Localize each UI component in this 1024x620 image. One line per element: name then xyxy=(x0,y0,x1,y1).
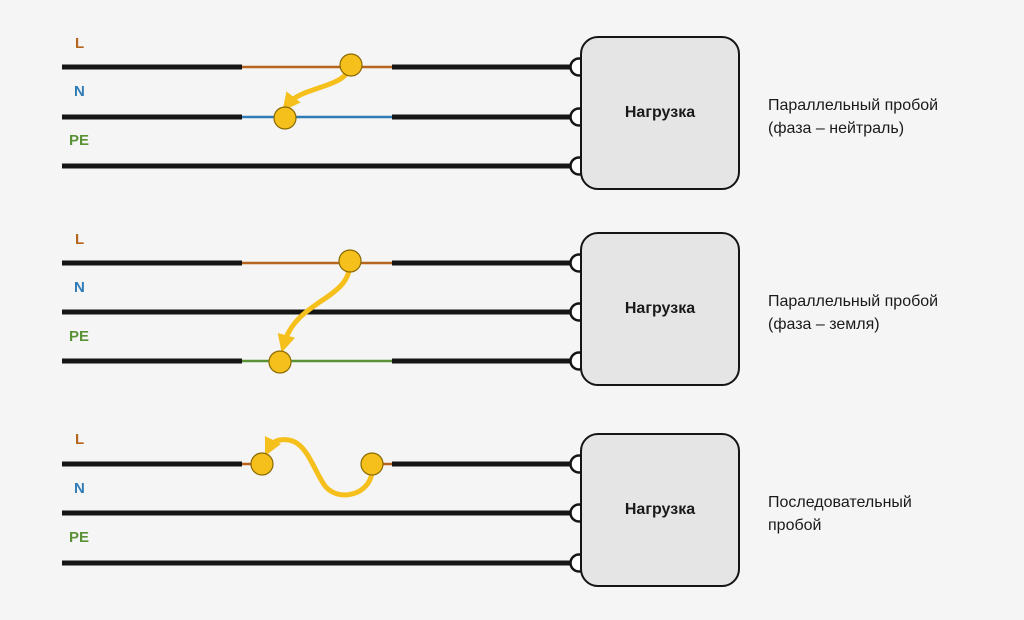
fault-point-pe xyxy=(268,350,292,374)
caption-phase-earth: Параллельный пробой (фаза – земля) xyxy=(768,290,1008,336)
load-label: Нагрузка xyxy=(624,501,696,518)
label-pe: PE xyxy=(69,529,90,546)
break-point-right xyxy=(360,452,384,476)
caption-line-1: Последовательный xyxy=(768,494,912,511)
label-l: L xyxy=(75,35,85,52)
break-point-left xyxy=(250,452,274,476)
fault-point-l xyxy=(338,249,362,273)
fault-point-l xyxy=(339,53,363,77)
panel-phase-earth xyxy=(62,249,589,374)
caption-phase-neutral: Параллельный пробой (фаза – нейтраль) xyxy=(768,94,1008,140)
caption-line-2: (фаза – нейтраль) xyxy=(768,120,905,137)
label-l: L xyxy=(75,231,85,248)
caption-line-2: пробой xyxy=(768,517,822,534)
load-label: Нагрузка xyxy=(624,300,696,317)
load-label: Нагрузка xyxy=(624,104,696,121)
load-box: Нагрузка xyxy=(580,433,740,587)
label-n: N xyxy=(74,279,85,296)
label-pe: PE xyxy=(69,132,90,149)
fault-current-arrow xyxy=(282,62,353,112)
label-n: N xyxy=(74,480,85,497)
caption-series-fault: Последовательный пробой xyxy=(768,491,1008,537)
arc-current-arrow xyxy=(264,435,375,498)
fault-point-n xyxy=(273,106,297,130)
panel-phase-neutral xyxy=(62,53,589,176)
label-l: L xyxy=(75,431,85,448)
caption-line-1: Параллельный пробой xyxy=(768,97,939,114)
label-n: N xyxy=(74,83,85,100)
panel-series-fault xyxy=(62,435,589,573)
label-pe: PE xyxy=(69,328,90,345)
caption-line-2: (фаза – земля) xyxy=(768,316,880,333)
fault-current-arrow xyxy=(277,260,353,353)
caption-line-1: Параллельный пробой xyxy=(768,293,939,310)
load-box: Нагрузка xyxy=(580,232,740,386)
load-box: Нагрузка xyxy=(580,36,740,190)
